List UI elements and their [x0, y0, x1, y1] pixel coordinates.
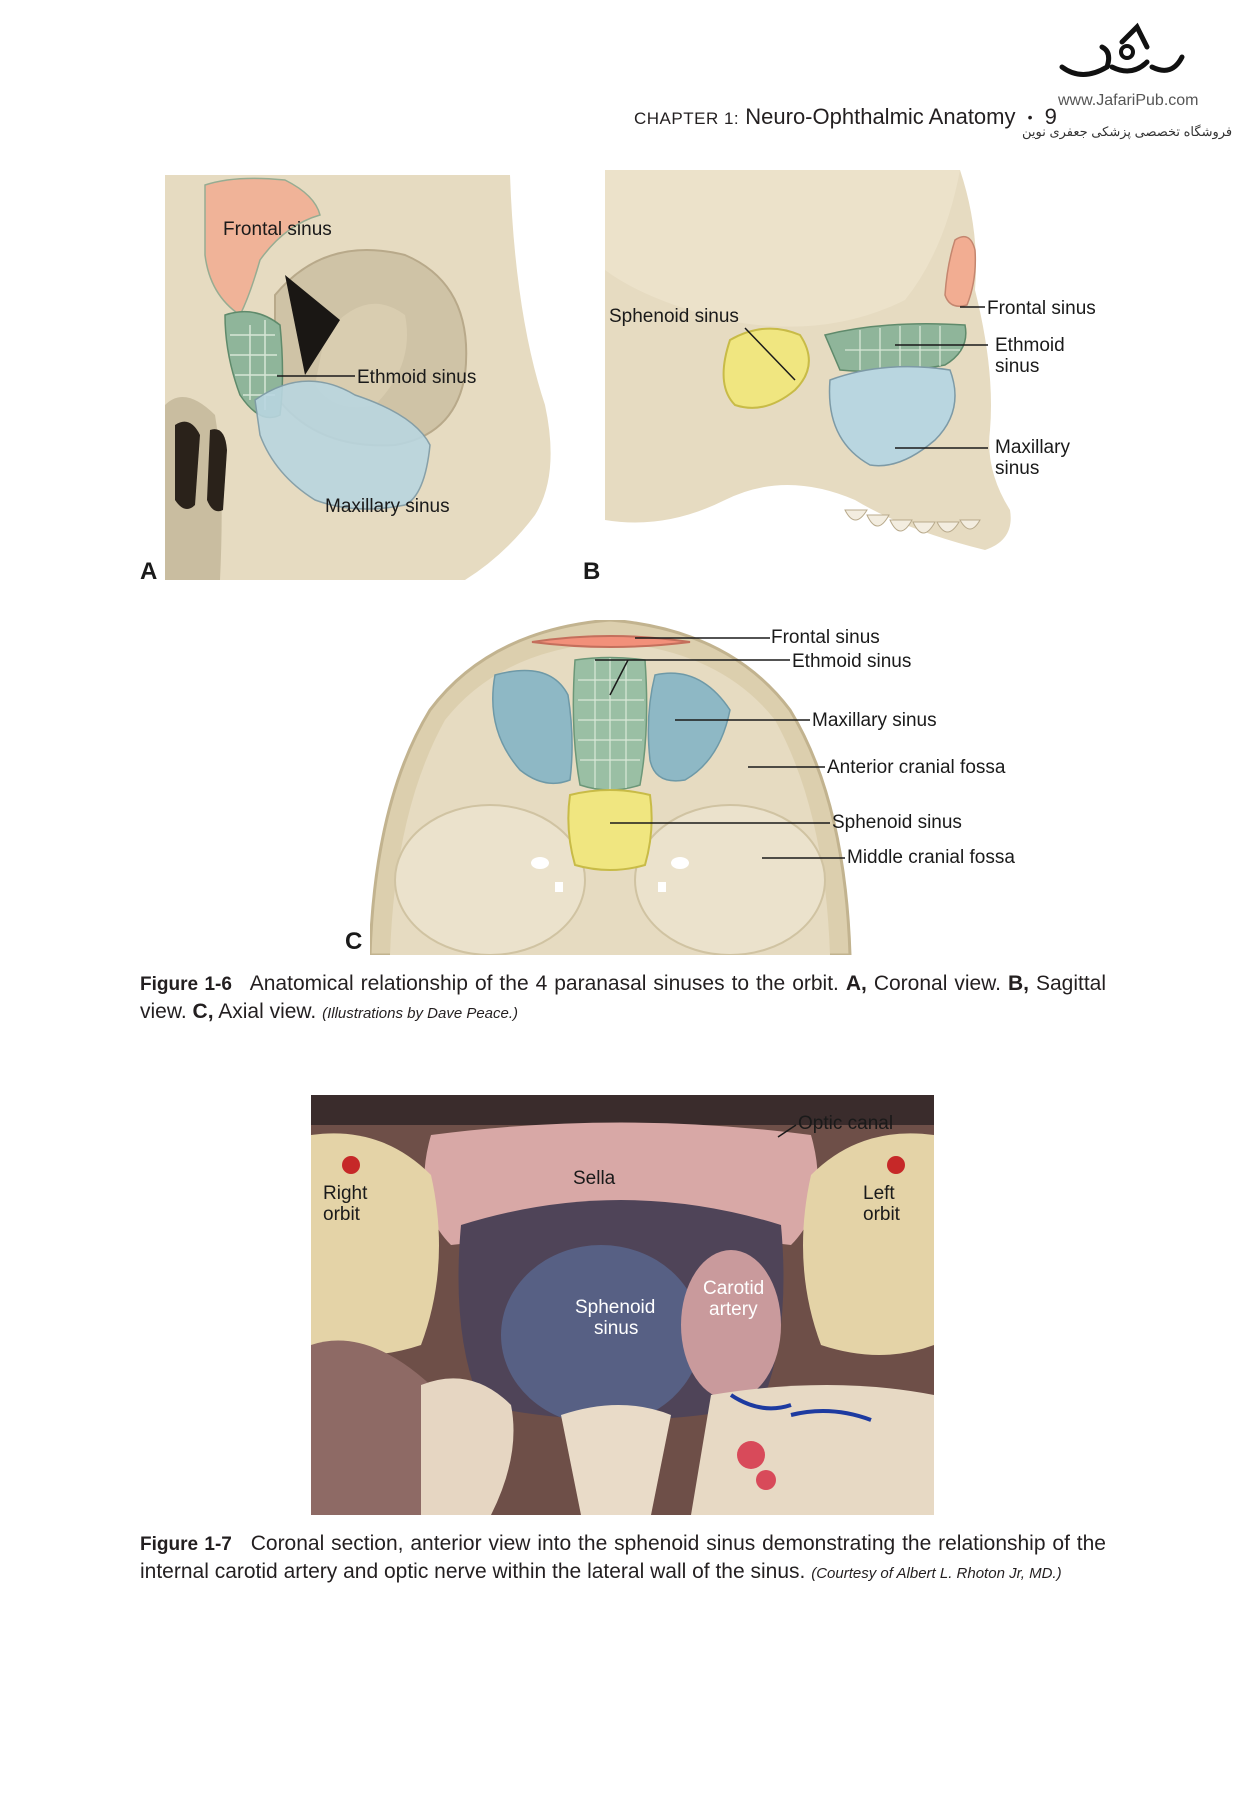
foramen-small-left	[555, 882, 563, 892]
figure-1-7-photo: Optic canal Sella Right orbit Left orbit…	[311, 1095, 934, 1515]
sphenoid-sinus-mucosa	[501, 1245, 701, 1425]
foramen-left	[531, 857, 549, 869]
frontal-sinus	[944, 235, 977, 307]
panel-letter-a: A	[140, 558, 158, 585]
leader-ethmoid-2	[609, 659, 629, 696]
nasal-opening-right	[207, 429, 227, 512]
cranial-vault	[605, 170, 960, 327]
label-carotid-1: Carotid	[703, 1278, 764, 1299]
foramen-small-right	[658, 882, 666, 892]
figure-1-6-caption-b-label: B,	[1007, 972, 1029, 995]
label-middle-cranial-fossa: Middle cranial fossa	[847, 847, 1015, 868]
frontal-sinus	[204, 177, 321, 317]
label-ethmoid-sinus: Ethmoid sinus	[792, 651, 911, 672]
left-orbit-tissue	[803, 1133, 934, 1355]
figure-1-6-number: Figure 1-6	[140, 974, 232, 995]
figure-1-7-number: Figure 1-7	[140, 1534, 232, 1555]
label-maxillary-line-2: sinus	[995, 458, 1039, 479]
carotid-artery-bulge	[681, 1250, 781, 1400]
label-frontal-sinus: Frontal sinus	[771, 627, 880, 648]
label-sphenoid-2: sinus	[594, 1318, 638, 1339]
label-anterior-cranial-fossa: Anterior cranial fossa	[827, 757, 1006, 778]
label-carotid-2: artery	[709, 1299, 758, 1320]
vessel-left	[887, 1156, 905, 1174]
panel-letter-b: B	[583, 558, 601, 585]
panel-letter-c: C	[345, 928, 363, 955]
label-maxillary-line-1: Maxillary	[995, 437, 1070, 458]
figure-1-6-caption-b-text: Sagittal view.	[140, 972, 1106, 1023]
sphenoid-sinus	[722, 327, 810, 409]
running-head: CHAPTER 1: Neuro-Ophthalmic Anatomy • 9	[634, 104, 1057, 130]
bone-fragment-right	[421, 1378, 514, 1515]
label-sphenoid-sinus: Sphenoid sinus	[832, 812, 962, 833]
maxillary-sinus-left	[492, 669, 573, 785]
maxillary-sinus-right	[647, 672, 731, 782]
sphenoid-sinus	[567, 789, 653, 871]
carotid-cut-end-2	[756, 1470, 776, 1490]
vessel-right	[342, 1156, 360, 1174]
middle-fossa-right	[634, 804, 826, 955]
nasal-opening-left	[175, 421, 200, 509]
label-ethmoid-sinus: Ethmoid sinus	[357, 367, 476, 388]
label-right-orbit-1: Right	[323, 1183, 368, 1204]
leader-sphenoid	[744, 327, 796, 381]
ethmoid-sinus	[823, 323, 967, 373]
figure-1-6-panel-b: Sphenoid sinus Frontal sinus Ethmoid sin…	[605, 170, 1115, 580]
label-maxillary-sinus: Maxillary sinus	[812, 710, 937, 731]
label-left-orbit-1: Left	[863, 1183, 895, 1204]
label-right-orbit-2: orbit	[323, 1204, 361, 1225]
label-sphenoid-sinus: Sphenoid sinus	[609, 306, 739, 327]
maxillary-sinus	[254, 380, 431, 510]
figure-1-6-credit: (Illustrations by Dave Peace.)	[322, 1005, 519, 1022]
publisher-logo	[1059, 22, 1185, 77]
watermark-persian-text: فروشگاه تخصصی پزشکی جعفری نوین	[1022, 124, 1233, 139]
figure-1-7-caption: Figure 1-7 Coronal section, anterior vie…	[140, 1530, 1106, 1587]
lower-left	[691, 1385, 934, 1515]
figure-1-6-caption-c-label: C,	[192, 1000, 214, 1023]
label-frontal-sinus: Frontal sinus	[223, 219, 332, 240]
label-sella: Sella	[573, 1168, 616, 1189]
orbit-floor	[315, 303, 407, 408]
optic-nerve-marking	[729, 1393, 872, 1422]
label-frontal-sinus: Frontal sinus	[987, 298, 1096, 319]
frontal-sinus	[531, 635, 691, 648]
carotid-cut-end	[737, 1441, 765, 1469]
figure-1-6-panel-c: Frontal sinus Ethmoid sinus Maxillary si…	[370, 620, 1075, 955]
septum-base	[561, 1405, 671, 1515]
figure-1-6-caption-c-text: Axial view.	[218, 1000, 317, 1023]
orbital-fissure	[285, 275, 340, 375]
right-orbit-tissue	[311, 1133, 439, 1355]
figure-1-6-panel-a: Frontal sinus Ethmoid sinus Maxillary si…	[165, 175, 555, 580]
figure-1-6-caption: Figure 1-6 Anatomical relationship of th…	[140, 970, 1106, 1027]
figure-1-6-caption-a-text: Coronal view.	[873, 972, 1002, 995]
leader-optic-canal	[777, 1124, 797, 1138]
running-head-chapter: CHAPTER 1:	[634, 109, 740, 128]
running-head-title: Neuro-Ophthalmic Anatomy	[745, 104, 1016, 129]
label-ethmoid-line-2: sinus	[995, 356, 1039, 377]
label-ethmoid-line-1: Ethmoid	[995, 335, 1065, 356]
running-head-bullet: •	[1027, 109, 1033, 125]
middle-fossa-left	[394, 804, 586, 955]
maxillary-sinus	[828, 365, 956, 467]
label-maxillary-sinus: Maxillary sinus	[325, 496, 450, 517]
label-optic-canal: Optic canal	[798, 1113, 893, 1134]
label-sphenoid-1: Sphenoid	[575, 1297, 655, 1318]
figure-1-6-caption-text: Anatomical relationship of the 4 paranas…	[249, 972, 839, 995]
foramen-right	[671, 857, 689, 869]
figure-1-7-caption-text: Coronal section, anterior view into the …	[140, 1532, 1106, 1583]
figure-1-6-caption-a-label: A,	[845, 972, 867, 995]
watermark-url: www.JafariPub.com	[1058, 92, 1199, 109]
page-number: 9	[1044, 104, 1057, 129]
label-left-orbit-2: orbit	[863, 1204, 901, 1225]
figure-1-7-credit: (Courtesy of Albert L. Rhoton Jr, MD.)	[811, 1565, 1062, 1582]
